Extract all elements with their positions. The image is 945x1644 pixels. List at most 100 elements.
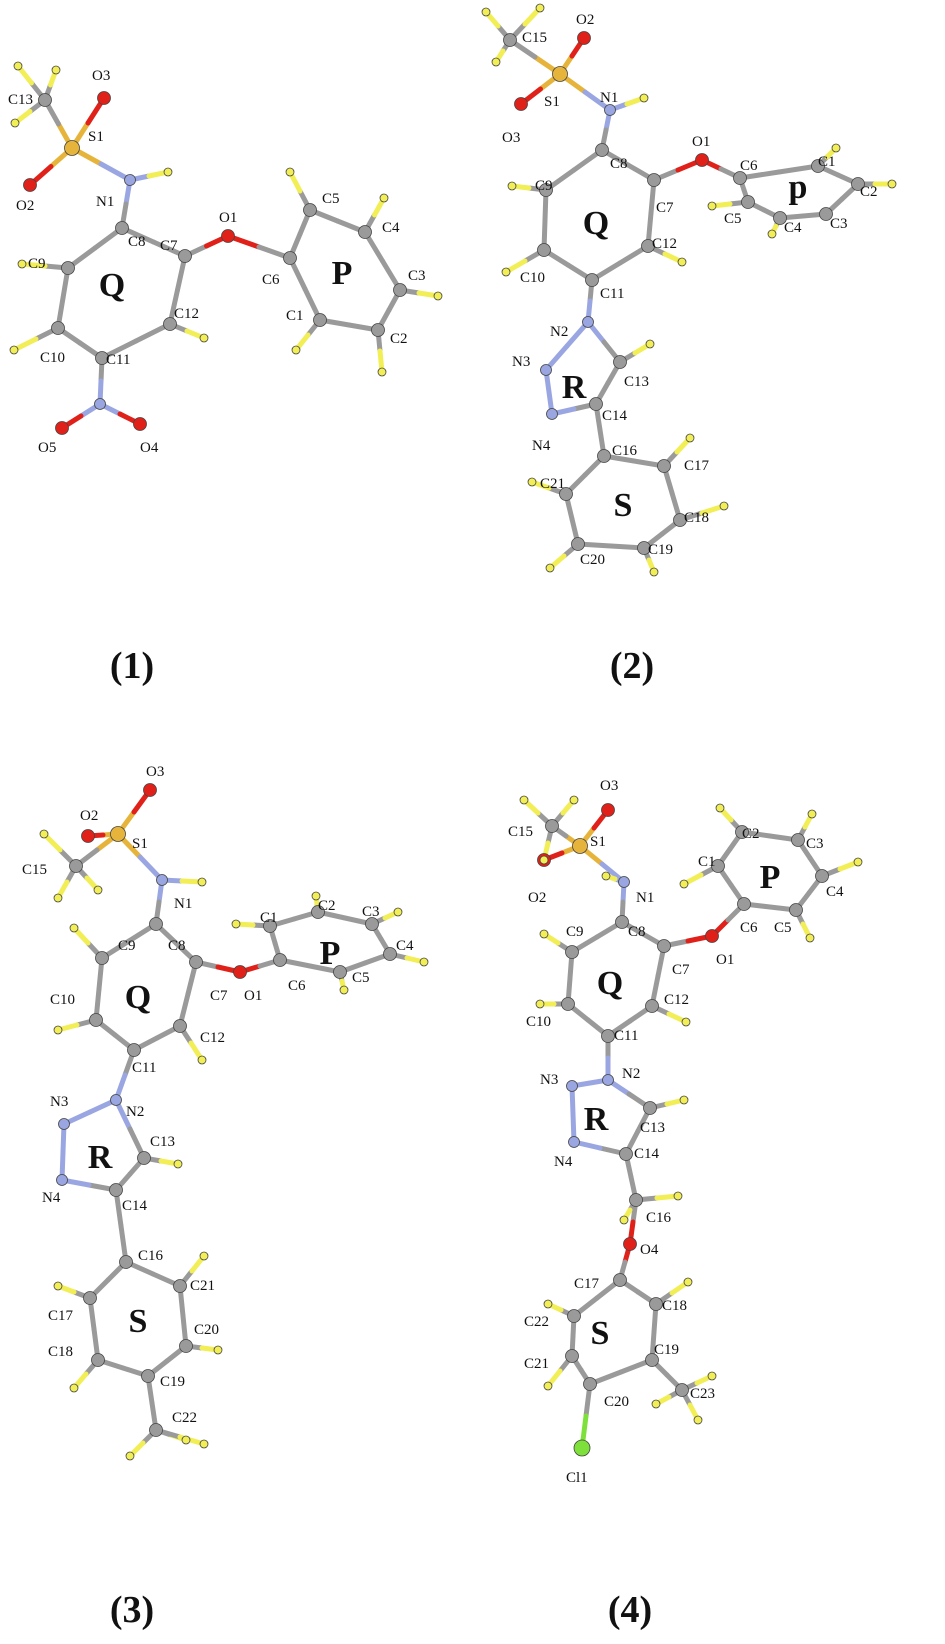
atom-H16b xyxy=(619,1215,629,1225)
atom-label-O3: O3 xyxy=(146,764,164,780)
atom-label-C10: C10 xyxy=(520,270,545,286)
atom-C10 xyxy=(89,1013,103,1027)
atom-label-O1: O1 xyxy=(716,952,734,968)
atom-label-C11: C11 xyxy=(614,1028,638,1044)
atom-label-C2: C2 xyxy=(390,331,408,347)
atom-label-C12: C12 xyxy=(664,992,689,1008)
atom-C9 xyxy=(539,183,553,197)
atom-H9 xyxy=(507,181,517,191)
atom-H23a xyxy=(651,1399,661,1409)
panel-label-4: (4) xyxy=(608,1589,652,1631)
atom-C6 xyxy=(283,251,297,265)
atom-O3 xyxy=(514,97,528,111)
atom-label-O3: O3 xyxy=(600,778,618,794)
atom-N3 xyxy=(566,1080,578,1092)
atom-N2 xyxy=(110,1094,122,1106)
atom-Cl1 xyxy=(573,1439,591,1457)
atom-label-C12: C12 xyxy=(200,1030,225,1046)
atom-C17 xyxy=(83,1291,97,1305)
atom-label-C16: C16 xyxy=(612,443,638,459)
atom-Hc xyxy=(539,855,549,865)
atom-C11 xyxy=(601,1029,615,1043)
atom-label-C19: C19 xyxy=(160,1374,185,1390)
ring-label-R: R xyxy=(562,369,587,406)
atom-label-C9: C9 xyxy=(566,924,584,940)
atom-H1 xyxy=(831,143,841,153)
atom-label-C6: C6 xyxy=(740,920,758,936)
atom-H17 xyxy=(685,433,695,443)
atom-C16 xyxy=(597,449,611,463)
atom-label-C4: C4 xyxy=(396,938,414,954)
atom-C3 xyxy=(791,833,805,847)
atom-C4 xyxy=(383,947,397,961)
atom-label-C20: C20 xyxy=(194,1322,219,1338)
atom-C16 xyxy=(119,1255,133,1269)
atom-label-C1: C1 xyxy=(260,910,278,926)
atom-O2 xyxy=(23,178,37,192)
atom-C10 xyxy=(51,321,65,335)
atom-H3 xyxy=(51,65,61,75)
atom-label-N3: N3 xyxy=(512,354,530,370)
atom-C17 xyxy=(657,459,671,473)
atom-C5 xyxy=(303,203,317,217)
atom-H22 xyxy=(543,1299,553,1309)
atom-Hc xyxy=(93,885,103,895)
atom-label-S1: S1 xyxy=(132,836,148,852)
atom-label-C16: C16 xyxy=(138,1248,164,1264)
atom-O2 xyxy=(577,31,591,45)
atom-H22b xyxy=(181,1435,191,1445)
atom-H10 xyxy=(501,267,511,277)
atom-H12 xyxy=(197,1055,207,1065)
atom-label-C17: C17 xyxy=(574,1276,600,1292)
atom-C12 xyxy=(645,999,659,1013)
atom-label-O2: O2 xyxy=(528,890,546,906)
atom-O2 xyxy=(81,829,95,843)
atom-N1 xyxy=(618,876,630,888)
panel-label-1: (1) xyxy=(110,645,154,687)
ring-label-P: P xyxy=(320,935,341,972)
atom-label-C3: C3 xyxy=(830,216,848,232)
atom-H5 xyxy=(285,167,295,177)
atom-label-C7: C7 xyxy=(210,988,228,1004)
atom-label-C22: C22 xyxy=(172,1410,197,1426)
atom-H2 xyxy=(715,803,725,813)
atom-C1 xyxy=(711,859,725,873)
atom-N4 xyxy=(568,1136,580,1148)
atom-C9 xyxy=(95,951,109,965)
atom-label-C18: C18 xyxy=(684,510,709,526)
atom-label-C13: C13 xyxy=(640,1120,665,1136)
atom-H1b xyxy=(291,345,301,355)
atom-label-C21: C21 xyxy=(524,1356,549,1372)
atom-O1 xyxy=(221,229,235,243)
atom-label-N3: N3 xyxy=(540,1072,558,1088)
atom-S1 xyxy=(572,838,588,854)
atom-H18 xyxy=(719,501,729,511)
atom-label-C16: C16 xyxy=(646,1210,672,1226)
atom-H2 xyxy=(10,118,20,128)
atom-C6 xyxy=(737,897,751,911)
ring-label-Q: Q xyxy=(99,267,125,304)
atom-H9 xyxy=(539,929,549,939)
atom-H21 xyxy=(199,1251,209,1261)
atom-C3 xyxy=(365,917,379,931)
atom-C2 xyxy=(311,905,325,919)
atom-label-C15: C15 xyxy=(508,824,533,840)
atom-label-N2: N2 xyxy=(550,324,568,340)
atom-label-C17: C17 xyxy=(684,458,710,474)
atom-label-C14: C14 xyxy=(634,1146,660,1162)
atom-H12 xyxy=(199,333,209,343)
atom-H2 xyxy=(311,891,321,901)
atom-O3 xyxy=(143,783,157,797)
atom-H21 xyxy=(543,1381,553,1391)
atom-H5 xyxy=(805,933,815,943)
atom-C18 xyxy=(673,513,687,527)
atom-C5 xyxy=(789,903,803,917)
ring-label-P: P xyxy=(760,859,781,896)
atom-C12 xyxy=(163,317,177,331)
atom-H13 xyxy=(173,1159,183,1169)
atom-C7 xyxy=(647,173,661,187)
atom-C10 xyxy=(537,243,551,257)
atom-C6 xyxy=(733,171,747,185)
atom-label-C17: C17 xyxy=(48,1308,74,1324)
